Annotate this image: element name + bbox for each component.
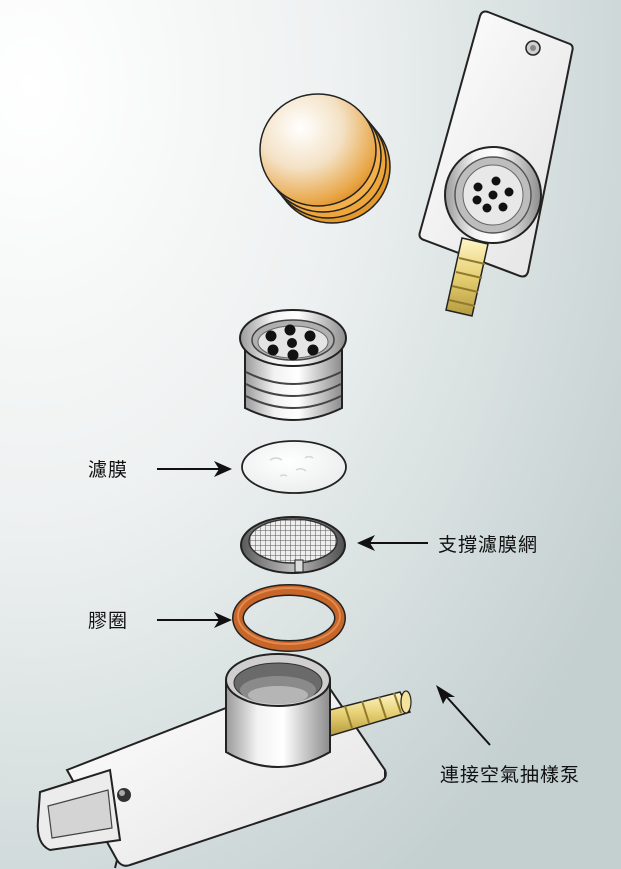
label-gasket: 膠圈 [88,610,129,632]
screw-icon [525,40,541,56]
filter-membrane [241,440,347,494]
gasket-ring [232,584,346,652]
label-pump-connection: 連接空氣抽樣泵 [440,764,581,786]
arrow-support-screen [357,535,428,551]
base-assembly [36,653,412,869]
filter-cassette-discs [259,93,391,224]
screw-icon [117,788,131,802]
threaded-cap [239,309,347,421]
label-filter-membrane: 濾膜 [88,459,129,481]
arrow-pump-connection [436,685,491,746]
top-inlet-port [444,146,542,244]
label-support-screen: 支撐濾膜網 [438,534,539,556]
arrow-gasket [157,612,232,628]
top-cover-plate [418,10,574,317]
side-brass-nozzle [321,690,412,737]
arrow-filter-membrane [157,461,232,477]
support-screen [240,516,346,574]
